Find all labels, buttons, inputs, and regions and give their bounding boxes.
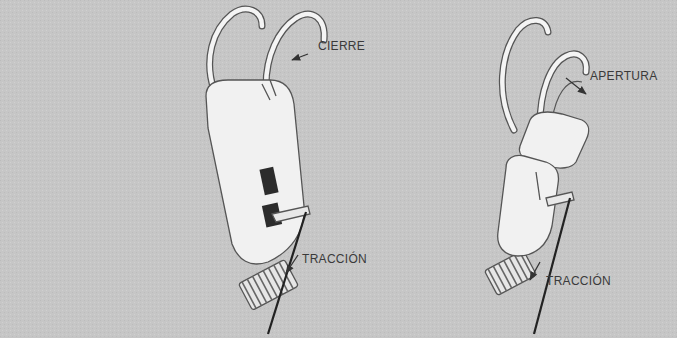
callout-label: TRACCIÓN <box>546 275 611 288</box>
direction-arrow <box>292 54 308 60</box>
hook-finger <box>266 14 324 86</box>
control-cable <box>534 198 570 334</box>
rubber-band <box>259 167 278 195</box>
direction-arrow <box>566 78 586 94</box>
hook-finger <box>210 9 262 90</box>
hook-finger <box>266 14 324 86</box>
callout-label: APERTURA <box>590 70 658 83</box>
direction-arrow <box>286 255 298 273</box>
stud-body <box>484 250 536 295</box>
hook-closed <box>206 9 324 334</box>
hook-body <box>206 80 304 264</box>
threaded-stud <box>484 250 536 295</box>
callout-label: CIERRE <box>318 40 365 53</box>
stud-threads <box>488 252 533 294</box>
control-cable <box>268 212 306 334</box>
direction-arrow <box>530 262 540 280</box>
hook-finger <box>210 9 262 90</box>
stud-threads <box>242 262 293 308</box>
body-seam <box>536 172 540 200</box>
callout-label: TRACCIÓN <box>302 253 367 266</box>
finger-joint <box>262 80 276 100</box>
